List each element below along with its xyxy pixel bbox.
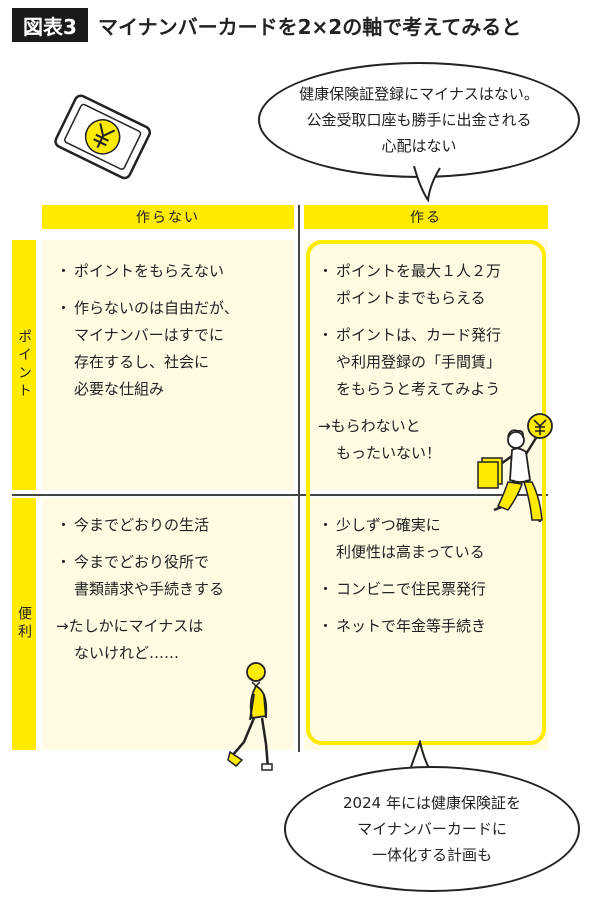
list-item: や利用登録の「手間賃」 <box>336 353 502 371</box>
row-header-point: ポイント <box>12 240 36 490</box>
list-item: 今までどおり役所で <box>56 549 292 576</box>
list-item: 利便性は高まっている <box>336 543 485 561</box>
bubble-top-line: 健康保険証登録にマイナスはない。 <box>299 85 539 103</box>
bubble-bottom-line: 2024 年には健康保険証を <box>343 794 521 812</box>
list-item: ポイントを最大１人２万 <box>318 258 542 285</box>
list-item: ポイントは、カード発行 <box>318 322 542 349</box>
axis-vertical <box>298 205 300 752</box>
list-item: をもらうと考えてみよう <box>336 380 501 398</box>
list-item: もったいない！ <box>336 444 442 462</box>
make-column-highlight-frame <box>306 240 546 745</box>
speech-bubble-top-tail <box>413 166 441 202</box>
sad-person-icon <box>227 662 273 771</box>
column-header-not-make: 作らない <box>42 205 294 229</box>
speech-bubble-bottom: 2024 年には健康保険証を マイナンバーカードに 一体化する計画も <box>284 766 580 892</box>
cell-convenient-make: 少しずつ確実に 利便性は高まっている コンビニで住民票発行 ネットで年金等手続き <box>318 512 542 640</box>
cell-point-make: ポイントを最大１人２万 ポイントまでもらえる ポイントは、カード発行 や利用登録… <box>318 258 542 467</box>
list-item: ネットで年金等手続き <box>318 613 542 640</box>
list-item: 必要な仕組み <box>74 380 165 398</box>
list-item: 書類請求や手続きする <box>74 580 225 598</box>
row-header-point-label: ポイント <box>16 329 32 401</box>
figure-badge: 図表3 <box>12 8 88 42</box>
list-item: コンビニで住民票発行 <box>318 576 542 603</box>
list-item: →もらわないと <box>318 417 421 435</box>
bubble-top-line: 公金受取口座も勝手に出金される <box>306 111 532 129</box>
axis-horizontal <box>12 494 548 496</box>
list-item: ポイントをもらえない <box>56 258 292 285</box>
yen-banknote-icon <box>54 94 152 180</box>
list-item: 作らないのは自由だが、 <box>56 295 292 322</box>
list-item: マイナンバーはすでに <box>74 326 224 344</box>
list-item: 少しずつ確実に <box>318 512 542 539</box>
cell-convenient-not-make: 今までどおりの生活 今までどおり役所で 書類請求や手続きする →たしかにマイナス… <box>56 512 292 667</box>
bubble-bottom-line: マイナンバーカードに <box>357 820 507 838</box>
list-item: ポイントまでもらえる <box>336 289 486 307</box>
list-item: 存在するし、社会に <box>74 353 210 371</box>
list-item: →たしかにマイナスは <box>56 617 204 635</box>
bubble-top-line: 心配はない <box>381 137 457 155</box>
column-header-make: 作る <box>304 205 548 229</box>
speech-bubble-top: 健康保険証登録にマイナスはない。 公金受取口座も勝手に出金される 心配はない <box>258 62 580 178</box>
row-header-convenient-label: 便利 <box>16 606 32 642</box>
row-header-convenient: 便利 <box>12 498 36 750</box>
bubble-bottom-line: 一体化する計画も <box>371 846 492 864</box>
list-item: 今までどおりの生活 <box>56 512 292 539</box>
list-item: ないけれど…… <box>74 644 180 662</box>
cell-point-not-make: ポイントをもらえない 作らないのは自由だが、 マイナンバーはすでに 存在するし、… <box>56 258 292 403</box>
happy-person-with-coin-icon <box>477 413 553 523</box>
figure-title: マイナンバーカードを2×2の軸で考えてみると <box>98 14 522 39</box>
